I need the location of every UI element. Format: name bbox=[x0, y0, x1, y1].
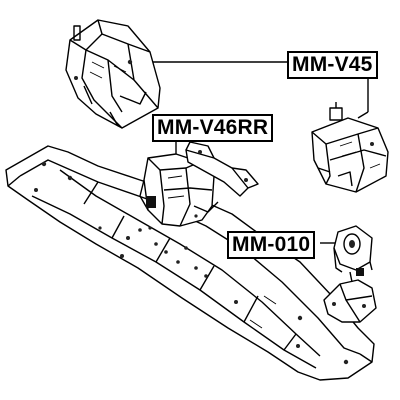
leader-line-v45-right-tip bbox=[357, 111, 369, 119]
bracket-center bbox=[185, 141, 259, 197]
part-number-label-mm-v46rr: MM-V46RR bbox=[152, 114, 274, 142]
mount-bolt-icon bbox=[146, 196, 156, 208]
crossmember-frame bbox=[5, 145, 375, 381]
engine-mount-right bbox=[311, 102, 389, 193]
leader-lines bbox=[148, 61, 369, 244]
part-number-label-mm-v45: MM-V45 bbox=[287, 51, 378, 79]
small-mount bbox=[323, 225, 377, 323]
part-number-label-mm-010: MM-010 bbox=[227, 231, 316, 259]
mount-stud-icon-right bbox=[329, 107, 343, 121]
mount-stud-icon bbox=[73, 25, 81, 41]
engine-mount-upper-left bbox=[65, 19, 161, 129]
small-mount-nut-icon bbox=[356, 268, 364, 276]
rear-mount-center bbox=[139, 153, 219, 227]
